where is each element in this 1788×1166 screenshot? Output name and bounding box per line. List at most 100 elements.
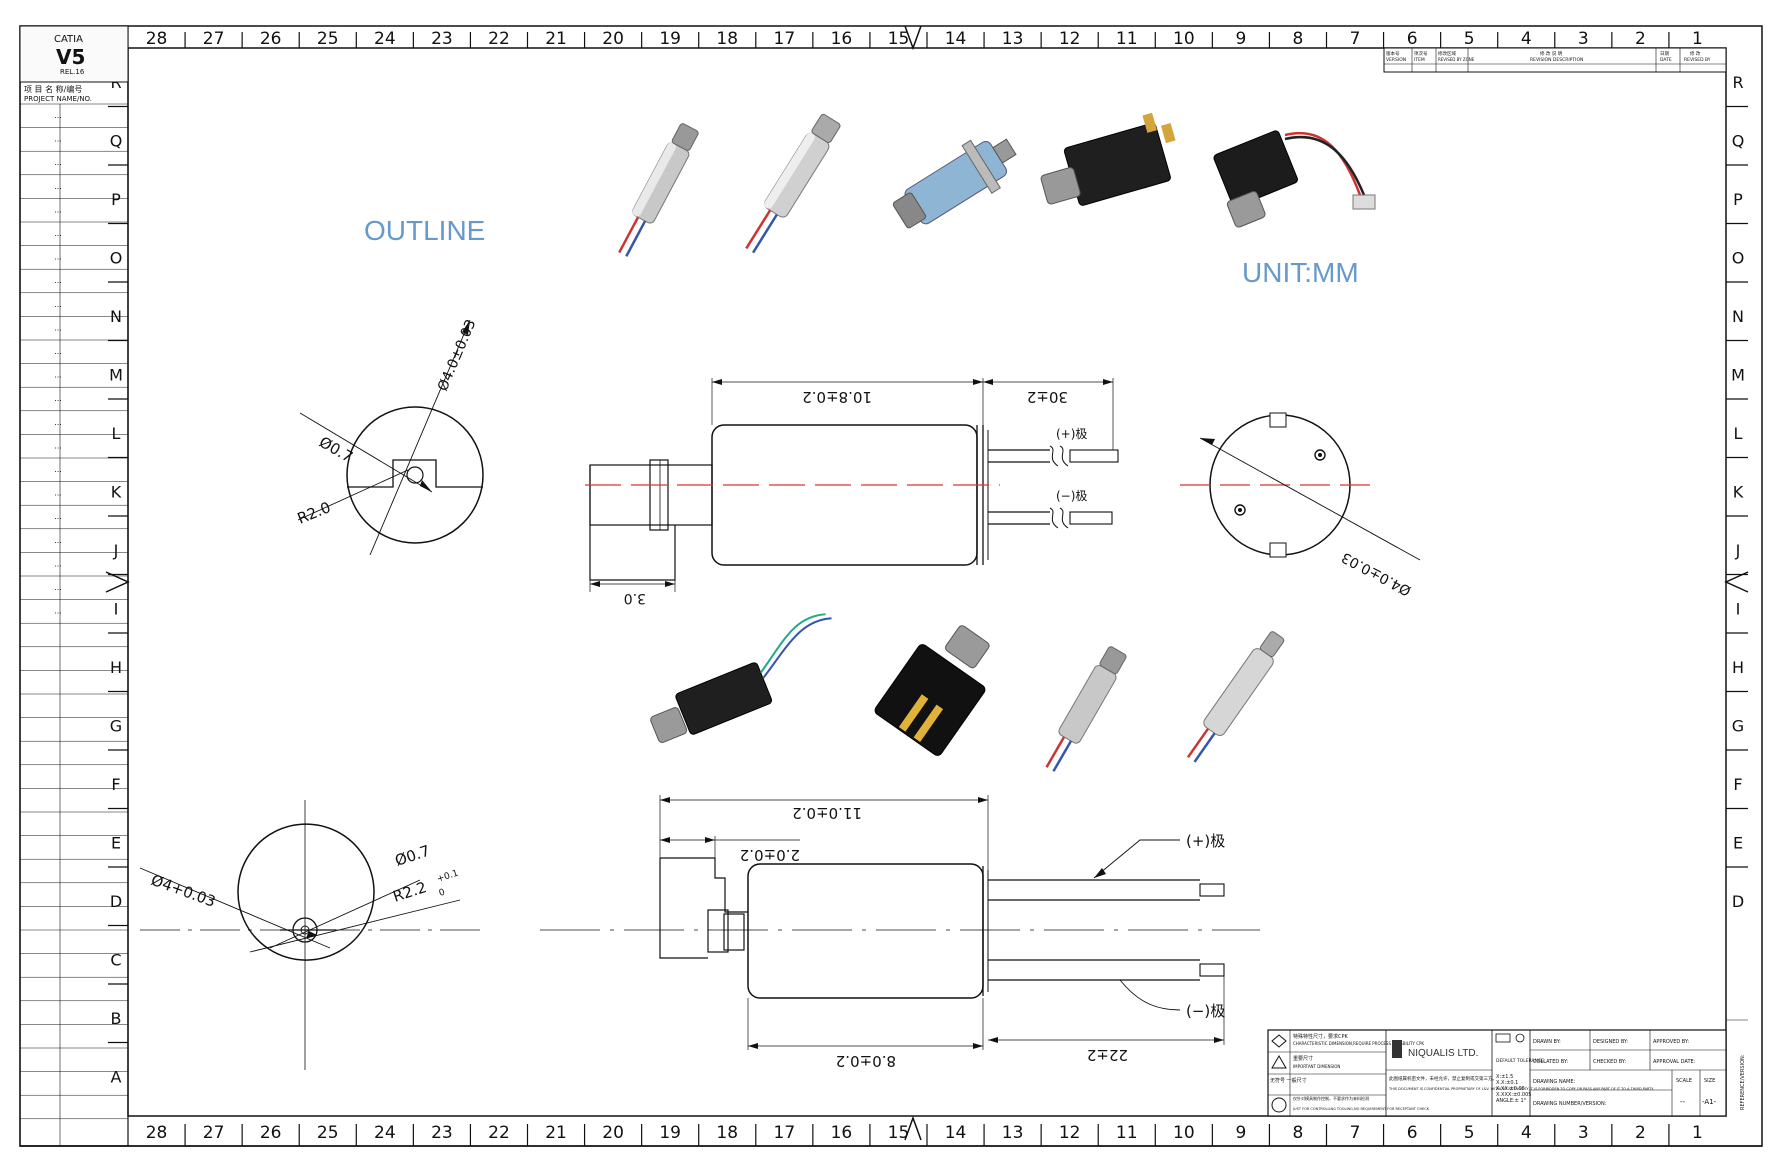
project-row-placeholder: ...	[54, 394, 62, 403]
dim-hole-bottom: Ø0.7	[393, 842, 432, 870]
field-designed-by: DESIGNED BY:	[1593, 1039, 1628, 1045]
unit-title: UNIT:MM	[1242, 257, 1359, 288]
column-number: 9	[1235, 1123, 1246, 1143]
column-number: 1	[1692, 29, 1703, 49]
column-number: 28	[146, 29, 168, 49]
column-number: 2	[1635, 29, 1646, 49]
row-letter: R	[1732, 73, 1743, 92]
row-letter: H	[110, 658, 122, 677]
project-row-placeholder: ...	[54, 323, 62, 332]
row-letter: G	[1732, 717, 1744, 736]
catia-version: V5	[56, 45, 85, 69]
column-number: 17	[774, 1123, 796, 1143]
column-number: 12	[1059, 1123, 1081, 1143]
column-number: 26	[260, 29, 282, 49]
motor-photo-block-gold	[874, 625, 990, 756]
project-row-placeholder: ...	[54, 536, 62, 545]
column-number: 14	[945, 1123, 967, 1143]
row-letters-left: RQPONMLKJIHGFEDCBA	[108, 73, 128, 1087]
column-number: 27	[203, 29, 225, 49]
column-number: 4	[1521, 29, 1532, 49]
column-number: 3	[1578, 1123, 1589, 1143]
column-number: 16	[831, 1123, 853, 1143]
project-row-placeholder: ...	[54, 583, 62, 592]
motor-photo-block-wire	[1213, 130, 1376, 228]
column-number: 13	[1002, 29, 1024, 49]
column-number: 13	[1002, 1123, 1024, 1143]
company-name: NIQUALIS LTD.	[1408, 1048, 1478, 1059]
project-row-placeholder: ...	[54, 158, 62, 167]
column-number: 8	[1293, 1123, 1304, 1143]
row-letter: N	[1732, 307, 1744, 326]
confidential-cn: 此图纸属机密文件，未经允许，禁止复制或交第三方。	[1389, 1075, 1497, 1082]
dim-diameter-top: Ø4.0±0.03	[435, 317, 479, 393]
column-number: 11	[1116, 1123, 1138, 1143]
row-letter: F	[111, 775, 120, 794]
project-row-placeholder: ...	[54, 229, 62, 238]
motor-photo-block-terminals	[1040, 112, 1176, 206]
legend-3-cn: 无符号 一般尺寸	[1270, 1077, 1307, 1084]
column-number: 21	[545, 1123, 567, 1143]
row-letter: C	[110, 951, 121, 970]
column-number: 18	[716, 1123, 738, 1143]
field-scale-value: --	[1680, 1098, 1686, 1106]
rev-h-zone-cn: 修改区域	[1438, 50, 1456, 57]
lead-neg-bottom: (−)极	[1186, 1002, 1225, 1020]
column-number: 7	[1350, 29, 1361, 49]
end-view-top-left: Ø0.7 R2.0 Ø4.0±0.03	[295, 317, 484, 556]
dim-radius-tol-lower: 0	[438, 887, 447, 898]
rev-h-desc-en: REVISION DESCRIPTION	[1530, 57, 1583, 63]
column-number: 16	[831, 29, 853, 49]
rev-h-zone-en: REVISED BY ZONE	[1438, 57, 1475, 62]
revision-table: 版本号 VERSION 项次号 ITEM 修改区域 REVISED BY ZON…	[1383, 47, 1727, 73]
column-number: 19	[659, 29, 681, 49]
row-letter: M	[109, 366, 123, 385]
column-number: 12	[1059, 29, 1081, 49]
project-row-placeholder: ...	[54, 205, 62, 214]
legend-2-en: IMPORTANT DIMENSION	[1293, 1064, 1340, 1069]
column-number: 5	[1464, 1123, 1475, 1143]
column-number: 27	[203, 1123, 225, 1143]
row-letter: D	[1732, 892, 1744, 911]
field-reference: REFERENCE/VERSION:	[1740, 1054, 1746, 1110]
field-size-label: SIZE	[1704, 1078, 1715, 1084]
row-letter: O	[110, 249, 123, 268]
side-view-bottom: (+)极 (−)极 11.0±0.2 2.0±0.2 8.0±0.2 22±2	[540, 795, 1260, 1070]
end-view-bottom-left: Ø4+0.03 Ø0.7 R2.2 +0.1 0	[139, 800, 480, 1070]
dim-diameter-top-right: Ø4.0±0.03	[1339, 549, 1414, 599]
row-letter: P	[111, 190, 121, 209]
column-number: 2	[1635, 1123, 1646, 1143]
tolerance-value: X.X:±0.1	[1496, 1080, 1518, 1086]
dim-hole-top: Ø0.7	[316, 433, 356, 466]
dim-weight-length-bottom: 2.0±0.2	[740, 846, 800, 864]
column-number: 21	[545, 29, 567, 49]
column-number: 20	[602, 29, 624, 49]
field-drawing-name: DRAWING NAME:	[1533, 1079, 1576, 1085]
field-drawing-number: DRAWING NUMBER/VERSION:	[1533, 1101, 1607, 1107]
project-name-label-en: PROJECT NAME/NO.	[24, 95, 92, 103]
row-letter: J	[1735, 541, 1741, 560]
dim-radius-bottom: R2.2	[391, 878, 429, 906]
field-collated-by: COLLATED BY:	[1533, 1059, 1568, 1065]
project-row-placeholder: ...	[54, 512, 62, 521]
confidential-en: THIS DOCUMENT IS CONFIDENTIAL PROPRIETAR…	[1388, 1087, 1654, 1091]
project-row-placeholder: ...	[54, 300, 62, 309]
rev-h-version-cn: 版本号	[1386, 50, 1400, 57]
legend-4-cn: 仅针对模具制作控制，不要求作为来料检测	[1293, 1095, 1369, 1101]
row-letter: B	[111, 1009, 122, 1028]
project-row-placeholder: ...	[54, 135, 62, 144]
project-row-placeholder: ...	[54, 182, 62, 191]
rev-h-version-en: VERSION	[1386, 57, 1406, 63]
column-number: 11	[1116, 29, 1138, 49]
dim-body-length-top: 10.8±0.2	[802, 388, 872, 406]
legend-1-en: CHARACTERISTIC DIMENSION,REQUIRE PROCESS…	[1293, 1041, 1424, 1046]
tolerance-value: X:±1.5	[1496, 1074, 1513, 1080]
field-size-value: -A1-	[1702, 1098, 1717, 1106]
column-number: 22	[488, 1123, 510, 1143]
legend-4-en: JUST FOR CONTROLLING TOOLING,NO REQUIREM…	[1292, 1107, 1430, 1111]
column-number: 25	[317, 1123, 339, 1143]
field-scale-label: SCALE	[1676, 1078, 1692, 1084]
row-letter: H	[1732, 658, 1744, 677]
